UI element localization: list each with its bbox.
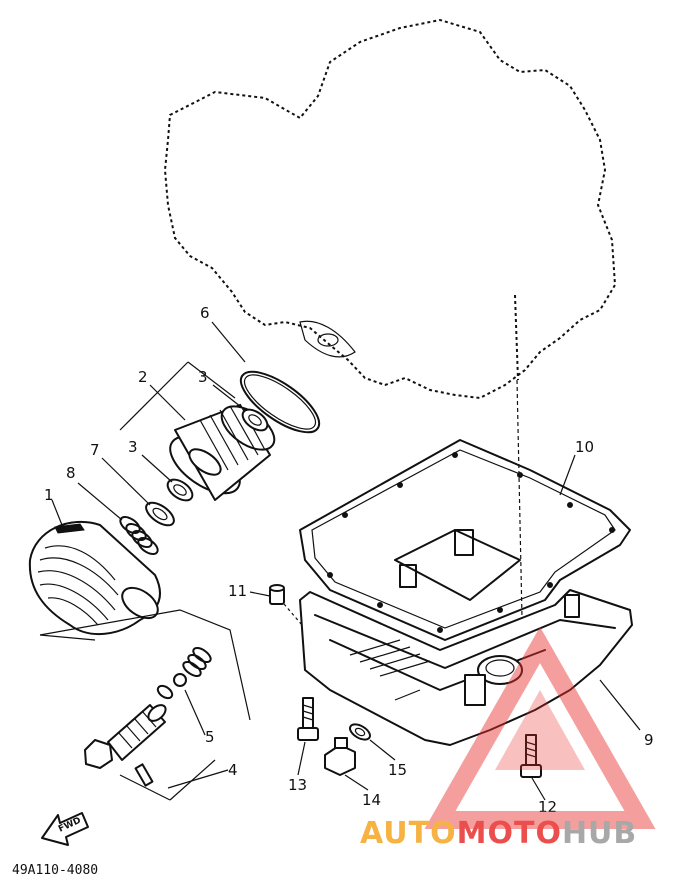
svg-text:AUTOMOTOHUB: AUTOMOTOHUB [360,816,637,851]
label-11: 11 [228,582,247,600]
watermark-moto: MOTO [457,816,562,851]
oil-filter-bolt [84,704,167,769]
label-13: 13 [288,776,307,794]
label-12: 12 [538,798,557,816]
dowel-pin-11 [269,584,285,605]
label-6: 6 [200,304,210,322]
fwd-arrow-icon: FWD [41,812,89,846]
engine-block-outline [163,18,617,400]
label-10: 10 [575,438,594,456]
label-5: 5 [205,728,215,746]
washer-7 [145,501,175,527]
label-15: 15 [388,761,407,779]
washer-3-upper [241,408,269,432]
drawing-code: 49A110-4080 [12,863,98,878]
label-3-lower: 3 [128,438,138,456]
part-labels: 1 2 3 3 4 5 6 7 8 9 10 11 12 13 14 15 [44,304,654,816]
label-3-upper: 3 [198,368,208,386]
bolt-12 [520,734,542,778]
relief-ball-5 [156,673,187,700]
label-9: 9 [644,731,654,749]
washer-3-lower [166,478,194,502]
bolt-13 [297,697,319,741]
oil-strainer-cover-1 [28,520,161,636]
label-4: 4 [228,761,238,779]
drain-washer-15 [349,723,371,741]
watermark-auto: AUTO [360,816,457,851]
oil-filter-element-2 [169,403,276,501]
pin-small [134,763,154,787]
watermark-hub: HUB [562,816,637,851]
o-ring-6 [239,370,321,434]
group-bracket-4 [39,609,251,801]
oil-pan-gasket-10 [299,439,631,641]
relief-spring-5 [182,646,212,678]
oil-pan-9 [299,529,633,746]
label-2: 2 [138,368,148,386]
drain-plug-14 [324,737,356,776]
warning-triangle-logo [424,626,656,829]
label-7: 7 [90,441,100,459]
label-1: 1 [44,486,54,504]
leader-lines [51,321,641,801]
label-8: 8 [66,464,76,482]
automotohub-watermark: AUTOMOTOHUB [360,626,656,851]
label-14: 14 [362,791,381,809]
